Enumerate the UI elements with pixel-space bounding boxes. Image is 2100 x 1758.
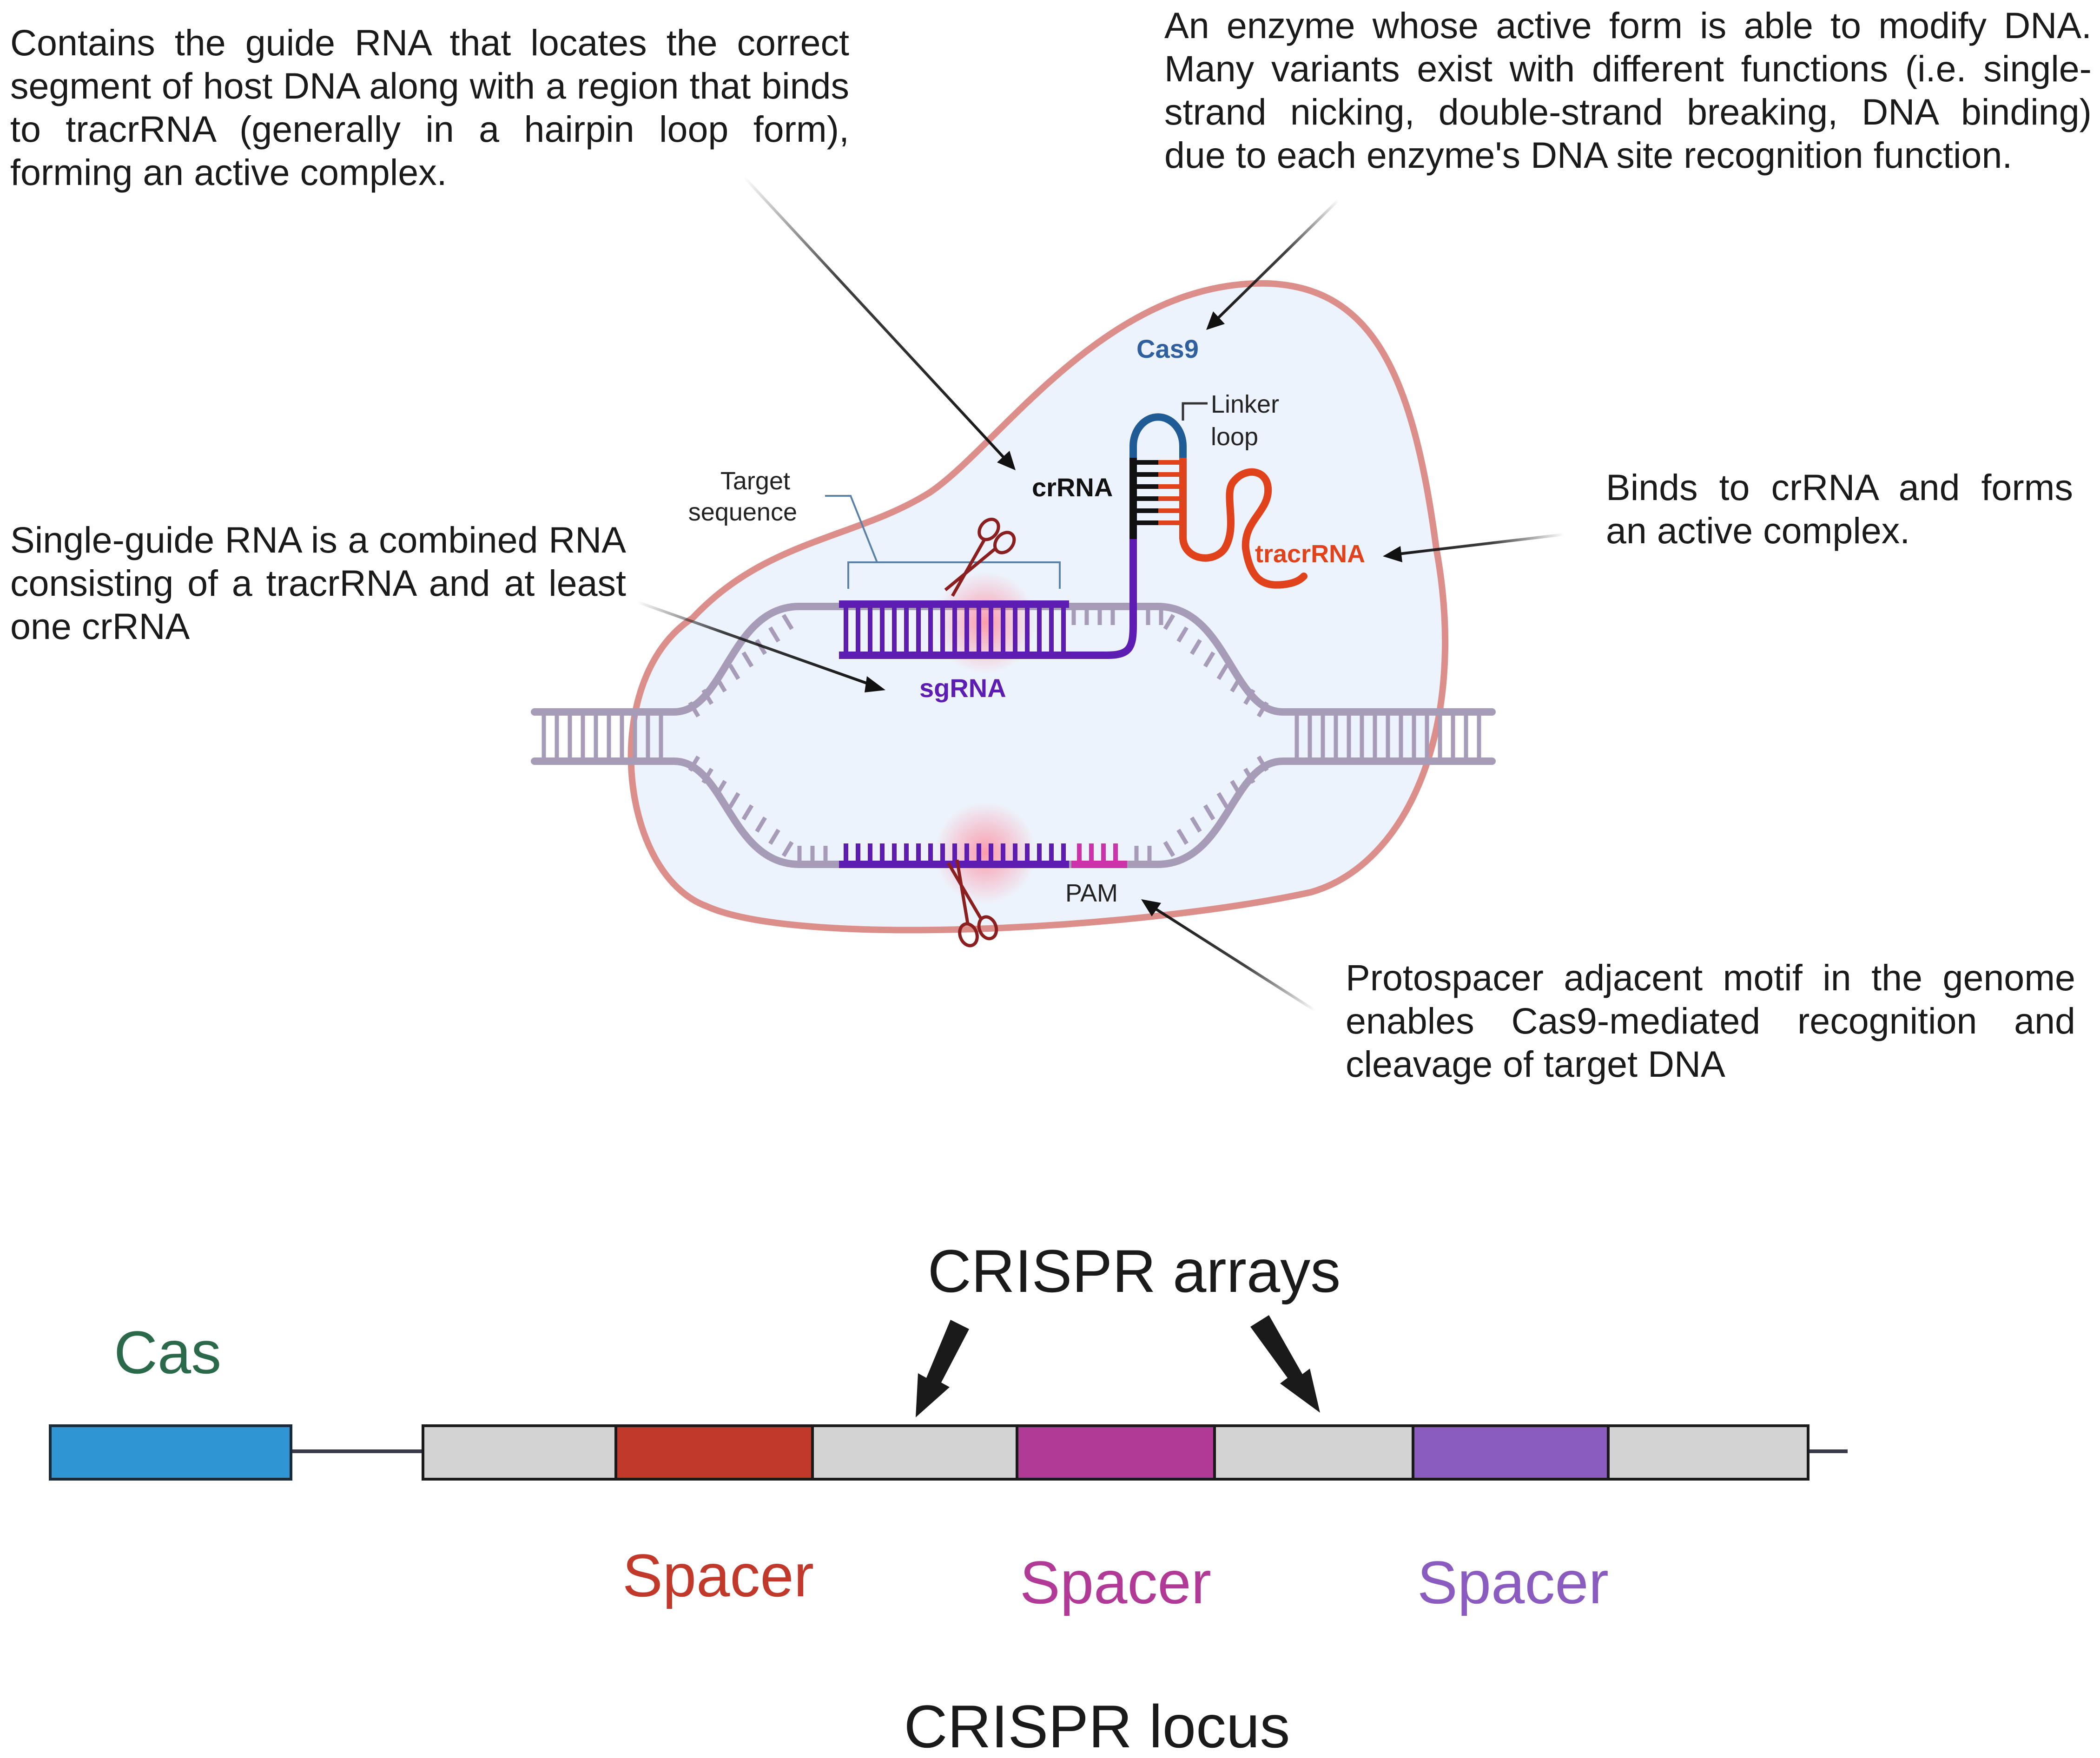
dna-base	[768, 829, 780, 845]
arrow-sgrna	[636, 600, 870, 685]
dna-base	[728, 664, 740, 680]
target-sequence-label: Target sequence	[688, 467, 797, 526]
scissors-icon	[944, 518, 1016, 597]
spacer-label-1: Spacer	[622, 1541, 814, 1609]
dna-base	[688, 755, 700, 772]
dna-base	[715, 676, 727, 693]
dna-base	[1230, 676, 1242, 693]
arrow-crrna	[742, 175, 1005, 459]
array-arrow-right	[1250, 1315, 1320, 1413]
dna-base	[1216, 664, 1229, 680]
dna-base	[701, 768, 713, 784]
linker-loop	[1129, 413, 1187, 458]
dna-base-pairs	[542, 606, 1481, 864]
arrow-tracrrna	[1399, 533, 1565, 555]
dna-base	[768, 626, 780, 643]
tracrrna-annotation: Binds to crRNA and forms an active compl…	[1606, 467, 2073, 551]
repeat-block	[811, 1424, 1018, 1481]
spacer-block-3	[1412, 1424, 1610, 1481]
dna-base	[1216, 792, 1229, 809]
repeat-block	[1213, 1424, 1414, 1481]
dna-base	[1256, 755, 1269, 772]
spacer-block-1	[614, 1424, 814, 1481]
pam-annotation: Protospacer adjacent motif in the genome…	[1346, 957, 2075, 1085]
dna-base	[781, 841, 794, 857]
target-sequence-bracket	[825, 495, 1061, 589]
dna-base	[1243, 689, 1255, 705]
dna-base	[1256, 701, 1269, 718]
pam-label: PAM	[1065, 879, 1118, 907]
array-arrow-left	[916, 1320, 969, 1417]
crispr-arrays-label: CRISPR arrays	[928, 1237, 1341, 1305]
crrna-label: crRNA	[1032, 473, 1113, 502]
dna-base	[701, 689, 713, 705]
dna-base	[1163, 614, 1175, 630]
crrna-annotation: Contains the guide RNA that locates the …	[10, 22, 849, 193]
cas-gene-block	[49, 1424, 292, 1481]
tracrrna-strand	[1179, 468, 1308, 589]
sgrna-guide	[839, 537, 1137, 659]
dna-base	[755, 816, 767, 833]
dna-base	[728, 792, 740, 809]
dna-base	[741, 651, 754, 668]
spacer-label-3: Spacer	[1417, 1548, 1609, 1616]
dna-base	[781, 614, 794, 630]
dna-base	[1176, 626, 1189, 643]
dna-base	[715, 780, 727, 796]
spacer-label-2: Spacer	[1020, 1548, 1211, 1616]
dna-base	[1190, 639, 1202, 655]
cas9-label: Cas9	[1136, 334, 1199, 363]
dna-base	[1176, 829, 1189, 845]
tracrrna-label: tracrRNA	[1255, 540, 1365, 568]
dna-base	[688, 701, 700, 718]
cut-site-glow-top	[934, 572, 1037, 674]
dna-base	[1163, 841, 1175, 857]
cut-site-glow-bottom	[934, 802, 1037, 904]
spacer-block-2	[1016, 1424, 1216, 1481]
repeat-block	[422, 1424, 617, 1481]
annotation-arrows	[636, 175, 1565, 1012]
dna-base	[1243, 768, 1255, 784]
crispr-array-arrows	[916, 1315, 1320, 1417]
arrow-cas9	[1216, 198, 1340, 320]
cas9-annotation: An enzyme whose active form is able to m…	[1164, 5, 2092, 176]
sgrna-annotation: Single-guide RNA is a combined RNA consi…	[10, 519, 626, 647]
arrow-pam	[1154, 907, 1316, 1012]
scissors-icon	[947, 859, 998, 948]
cas-gene-label: Cas	[114, 1318, 221, 1386]
dna-base	[1203, 804, 1215, 821]
dna-base	[1203, 651, 1215, 668]
non-target-strand-segment	[839, 843, 1069, 868]
dna-base	[1190, 816, 1202, 833]
pam-site	[1071, 843, 1127, 868]
sgrna-label: sgRNA	[919, 673, 1006, 703]
repeat-block	[1607, 1424, 1809, 1481]
dna-base	[1230, 780, 1242, 796]
crispr-locus-title: CRISPR locus	[904, 1692, 1290, 1758]
hairpin	[1129, 402, 1308, 589]
dna-base	[741, 804, 754, 821]
linker-loop-label: Linker loop	[1211, 390, 1286, 451]
